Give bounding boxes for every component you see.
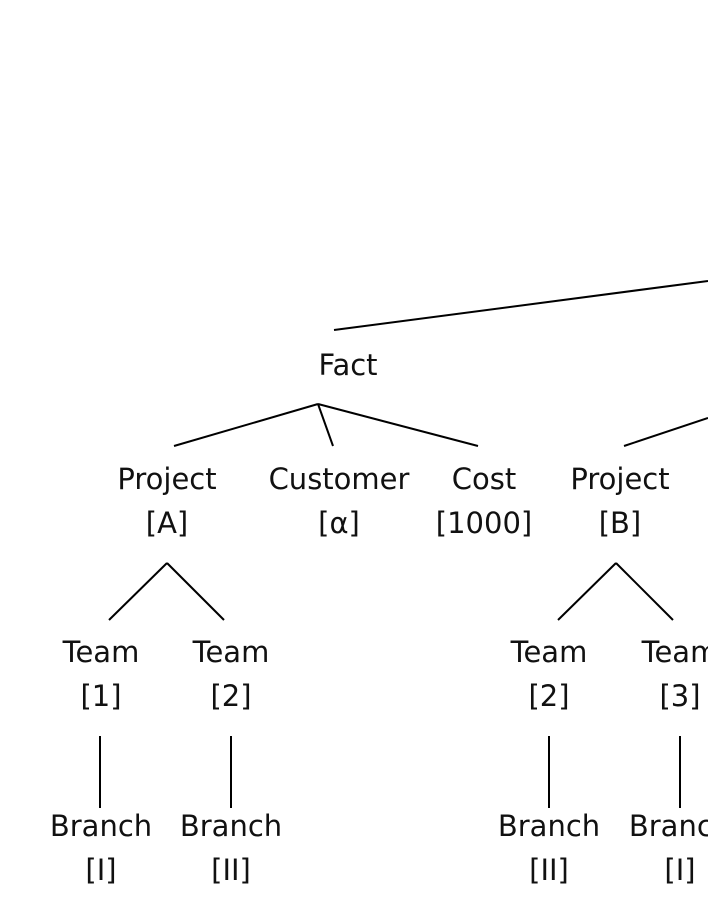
node-team-1: Team [1] <box>63 630 140 718</box>
node-cost: Cost [1000] <box>436 457 532 545</box>
node-label: Project <box>570 462 670 496</box>
node-team-2: Team [2] <box>193 630 270 718</box>
node-label: Team <box>192 635 270 669</box>
node-customer: Customer [α] <box>269 457 410 545</box>
node-label: Fact <box>318 348 378 382</box>
node-value: [3] <box>659 679 701 713</box>
node-value: [A] <box>145 506 189 540</box>
node-value: [2] <box>210 679 252 713</box>
node-label: Branch <box>497 809 601 843</box>
edge-fact-cost <box>317 403 479 447</box>
edge-fact-project-a <box>173 403 319 447</box>
node-value: [II] <box>211 853 251 887</box>
node-branch-ii-b: Branch [II] <box>498 804 600 892</box>
node-team-3: Team [3] <box>642 630 708 718</box>
node-branch-i: Branch [I] <box>50 804 152 892</box>
edge-root-project-b <box>623 417 708 447</box>
node-value: [B] <box>598 506 642 540</box>
node-value: [α] <box>318 506 360 540</box>
edge-project-a-team-1 <box>108 562 168 621</box>
node-label: Branch <box>179 809 283 843</box>
node-label: Customer <box>268 462 410 496</box>
edge-project-b-team-2 <box>557 562 617 621</box>
node-label: Team <box>641 635 708 669</box>
node-label: Branch <box>49 809 153 843</box>
node-value: [1] <box>80 679 122 713</box>
node-project-b: Project [B] <box>570 457 669 545</box>
node-value: [2] <box>528 679 570 713</box>
node-fact: Fact <box>318 343 377 387</box>
node-label: Branch <box>628 809 708 843</box>
node-value: [I] <box>664 853 696 887</box>
node-value: [1000] <box>435 506 533 540</box>
edge-root-fact <box>333 280 708 331</box>
node-label: Project <box>117 462 217 496</box>
edge-project-a-team-2 <box>166 562 225 621</box>
node-team-2b: Team [2] <box>511 630 588 718</box>
node-label: Team <box>62 635 140 669</box>
node-project-a: Project [A] <box>117 457 216 545</box>
node-label: Team <box>510 635 588 669</box>
node-branch-i-b: Branch [I] <box>629 804 708 892</box>
edge-fact-customer <box>317 403 334 447</box>
node-label: Cost <box>451 462 517 496</box>
node-value: [II] <box>529 853 569 887</box>
node-value: [I] <box>85 853 117 887</box>
node-branch-ii: Branch [II] <box>180 804 282 892</box>
edge-project-b-team-3 <box>615 562 674 621</box>
